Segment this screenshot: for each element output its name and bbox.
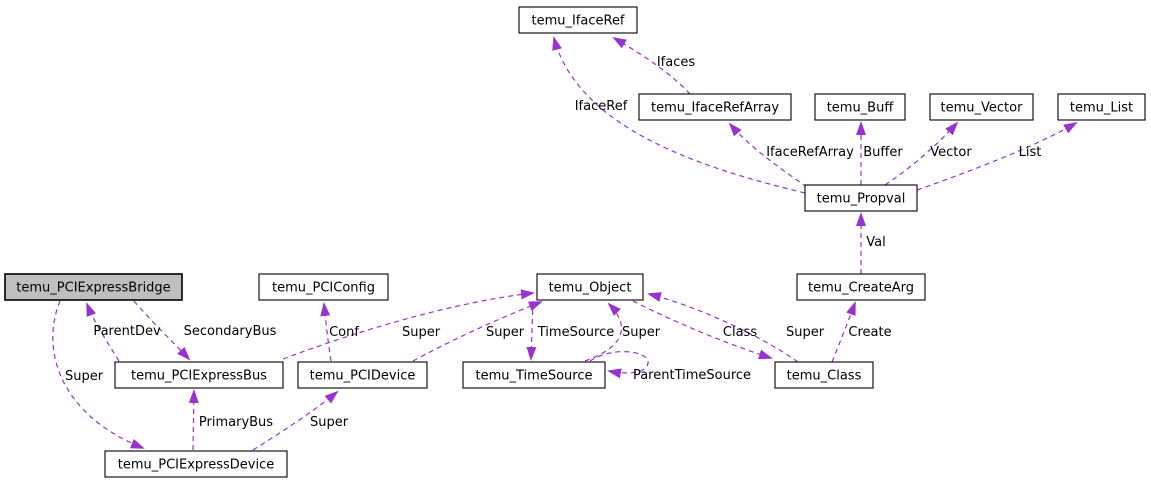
edge-timesource-super [584,302,623,362]
node-temu-class[interactable]: temu_Class [774,361,874,389]
node-temu-createarg[interactable]: temu_CreateArg [796,273,926,301]
edge-label: Super [622,325,661,340]
node-box [104,450,288,478]
node-box [929,93,1034,121]
edge-label: IfaceRef [575,99,628,114]
edge-label: Super [402,325,441,340]
edge-secondarybus [133,300,191,361]
node-box [1057,93,1146,121]
edge-ifaceref [552,36,806,194]
node-label: temu_TimeSource [476,369,593,384]
node-label: temu_IfaceRef [531,14,624,29]
edge-label: ParentDev [93,324,161,339]
node-temu-object[interactable]: temu_Object [536,273,644,301]
edge-label: Class [723,325,757,340]
node-box [297,361,428,389]
edge-label: Vector [930,145,972,160]
node-box [536,273,644,301]
node-temu-pciexpressbridge: temu_PCIExpressBridge [4,273,183,301]
node-temu-list[interactable]: temu_List [1057,93,1146,121]
node-temu-ifaceref[interactable]: temu_IfaceRef [518,6,638,34]
node-box [814,93,906,121]
node-temu-ifacerefarray[interactable]: temu_IfaceRefArray [638,93,792,121]
edge-parenttimesource [589,351,649,379]
edge-timesource [526,300,537,361]
edge-label: TimeSource [537,325,614,340]
edge-class [632,300,773,360]
node-temu-propval[interactable]: temu_Propval [804,184,918,212]
node-temu-buff[interactable]: temu_Buff [814,93,906,121]
node-label: temu_Buff [827,101,895,116]
edge-ifacerefarray [728,122,808,188]
node-box [462,361,606,389]
edge-list [916,121,1078,191]
edge-label: Create [848,325,891,340]
edge-device-super [252,390,339,451]
node-temu-pciexpressdevice[interactable]: temu_PCIExpressDevice [104,450,288,478]
node-temu-pciconfig[interactable]: temu_PCIConfig [258,273,389,301]
edge-label: Conf [329,325,359,340]
node-label: temu_PCIConfig [272,281,375,296]
node-temu-pciexpressbus[interactable]: temu_PCIExpressBus [114,361,284,389]
edge-label: ParentTimeSource [633,368,751,383]
edge-vector [884,121,959,186]
node-label: temu_List [1070,101,1133,116]
node-temu-timesource[interactable]: temu_TimeSource [462,361,606,389]
node-box [114,361,284,389]
edge-label: PrimaryBus [199,415,273,430]
edge-label: Val [866,235,885,250]
edge-conf [320,302,332,362]
node-box [796,273,926,301]
edge-label: Super [486,325,525,340]
edge-group [52,36,1078,451]
edge-label: SecondaryBus [184,324,277,339]
edge-labels: Ifaces IfaceRef IfaceRefArray Buffer Vec… [65,55,1041,430]
node-label: temu_Vector [941,101,1024,116]
node-label: temu_PCIDevice [310,369,416,384]
edge-create [831,301,856,363]
edge-label: Super [310,415,349,430]
edge-bus-super [282,289,535,360]
node-box [774,361,874,389]
node-label: temu_IfaceRefArray [651,101,779,116]
node-label: temu_PCIExpressBus [131,369,267,384]
edge-label: List [1019,145,1042,160]
edge-label: IfaceRefArray [766,145,854,160]
node-label: temu_Propval [817,192,906,207]
node-temu-vector[interactable]: temu_Vector [929,93,1034,121]
node-label: temu_CreateArg [808,281,914,296]
edge-class-super [647,292,799,363]
edge-label: Super [786,325,825,340]
node-box [518,6,638,34]
node-box [4,273,183,301]
edge-pcidevice-super [412,301,543,362]
edge-primarybus [188,389,199,451]
edge-label: Super [65,369,104,384]
node-box [638,93,792,121]
edge-ifaces [612,36,691,95]
edge-bridge-super [52,300,145,449]
edge-label: Ifaces [657,55,696,70]
node-box [258,273,389,301]
node-temu-pcidevice[interactable]: temu_PCIDevice [297,361,428,389]
edge-label: Buffer [863,145,903,160]
node-box [804,184,918,212]
node-label: temu_PCIExpressBridge [16,281,170,296]
node-label: temu_Object [549,281,632,296]
node-label: temu_Class [787,369,862,384]
node-label: temu_PCIExpressDevice [118,458,274,473]
